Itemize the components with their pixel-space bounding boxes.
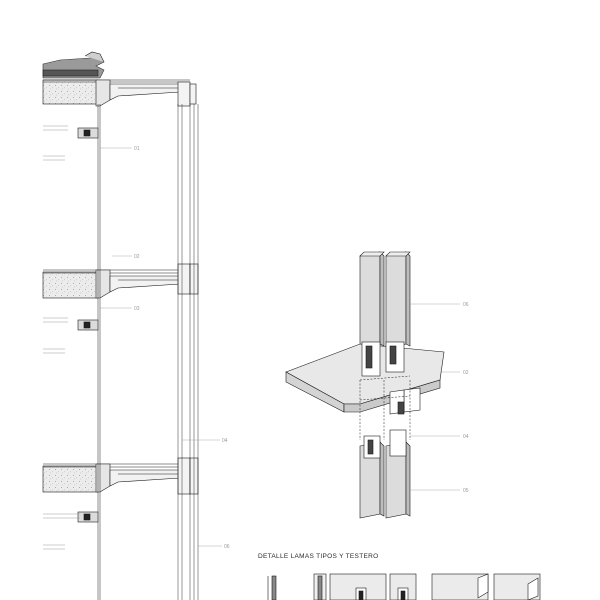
lamella-type-3 <box>329 573 387 600</box>
label-section-01: 01 <box>134 146 140 152</box>
label-section-06: 06 <box>224 544 230 550</box>
hidden-lines <box>359 375 411 440</box>
lamella-type-6 <box>493 573 541 600</box>
label-axon-02: 02 <box>463 370 469 376</box>
lamella-type-1 <box>267 575 277 600</box>
floor-slab-2 <box>42 263 199 299</box>
label-axon-06: 06 <box>463 302 469 308</box>
floor-slab-3 <box>42 457 199 495</box>
lamella-type-5 <box>431 573 489 600</box>
label-section-02: 02 <box>134 254 140 260</box>
lamella-type-4 <box>389 573 417 600</box>
glazing-line <box>97 104 101 600</box>
section-leaders <box>100 147 222 547</box>
upper-lamellas <box>359 251 411 349</box>
lamella-type-details <box>267 573 541 600</box>
lamella-verticals <box>177 104 199 600</box>
floor-slab-1 <box>42 79 197 107</box>
fixing-brackets <box>361 341 421 415</box>
axon-leaders <box>410 303 460 491</box>
label-section-03: 03 <box>134 306 140 312</box>
window-frames <box>43 125 99 550</box>
lower-lamellas <box>359 429 411 519</box>
label-section-04: 04 <box>222 438 228 444</box>
roof-parapet <box>42 51 105 79</box>
facade-section <box>42 51 222 600</box>
label-axon-05: 05 <box>463 488 469 494</box>
axonometric-lamella-detail <box>285 251 460 519</box>
label-axon-04: 04 <box>463 434 469 440</box>
detail-title: DETALLE LAMAS TIPOS Y TESTERO <box>258 553 378 560</box>
lamella-type-2 <box>313 573 327 600</box>
